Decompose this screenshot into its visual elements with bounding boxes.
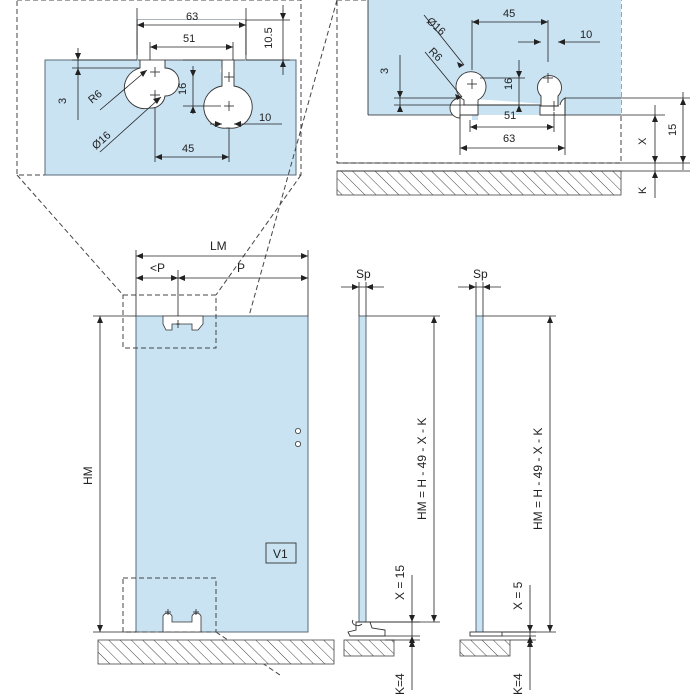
front-detail-box-top bbox=[122, 294, 217, 349]
side2-k: K=4 bbox=[511, 673, 525, 695]
front-floor bbox=[97, 639, 335, 665]
side1-x: X = 15 bbox=[393, 565, 407, 600]
side2-sp: Sp bbox=[473, 267, 488, 281]
detail-right: Ø16 45 10 R6 3 16 bbox=[336, 0, 690, 198]
left-dim-10-5: 10.5 bbox=[263, 27, 275, 48]
slot-right-b bbox=[537, 75, 562, 107]
right-dim-15: 15 bbox=[667, 124, 679, 136]
left-dim-45: 45 bbox=[182, 143, 194, 155]
side2-x: X = 5 bbox=[511, 581, 525, 610]
side1-hm-formula: HM = H - 49 - X - K bbox=[415, 418, 429, 520]
front-dim-lm: LM bbox=[210, 239, 227, 253]
slot-right bbox=[203, 60, 253, 129]
left-dim-16: 16 bbox=[177, 83, 189, 95]
detail-right-floor bbox=[336, 170, 622, 196]
front-dim-lt-p: <P bbox=[150, 261, 165, 275]
connector-right-2 bbox=[215, 631, 281, 676]
right-dim-3: 3 bbox=[379, 68, 391, 74]
panel-tag-box bbox=[265, 542, 297, 564]
front-detail-box-bottom bbox=[122, 577, 217, 633]
detail-left: 63 51 10.5 3 R6 Ø16 16 bbox=[16, 0, 302, 176]
right-dim-10: 10 bbox=[580, 29, 592, 41]
side1-k: K=4 bbox=[393, 673, 407, 695]
slot-left bbox=[123, 60, 180, 110]
connector-left-top bbox=[16, 174, 124, 296]
right-dim-x: X bbox=[637, 137, 649, 145]
connector-left-bottom bbox=[215, 174, 302, 296]
right-dim-k: K bbox=[637, 186, 649, 194]
side2-hardware bbox=[469, 631, 503, 637]
front-view: V1 LM <P P HM bbox=[81, 239, 335, 665]
left-dim-51: 51 bbox=[183, 33, 195, 45]
handle-hole-bottom bbox=[294, 440, 301, 447]
side2-floor bbox=[459, 639, 511, 657]
right-dim-51: 51 bbox=[504, 110, 516, 122]
front-dim-hm: HM bbox=[81, 466, 95, 485]
front-dim-p: P bbox=[237, 261, 245, 275]
side2-hm-formula: HM = H - 49 - X - K bbox=[531, 428, 545, 530]
side2-glass bbox=[475, 315, 484, 633]
right-dim-45: 45 bbox=[503, 8, 515, 20]
left-dim-63: 63 bbox=[186, 11, 198, 23]
side-view-2: Sp HM = H - 49 - X - K X = 5 K=4 bbox=[458, 267, 556, 695]
front-glass-panel bbox=[135, 315, 309, 633]
right-dim-63: 63 bbox=[503, 133, 515, 145]
side1-glass bbox=[358, 315, 367, 623]
left-dim-3: 3 bbox=[57, 98, 69, 104]
side-view-1: Sp HM = H - 49 - X - K X = 15 K=4 bbox=[341, 267, 440, 695]
side1-floor bbox=[343, 639, 395, 657]
side1-sp: Sp bbox=[356, 267, 371, 281]
left-dim-10: 10 bbox=[259, 112, 271, 124]
right-dim-16: 16 bbox=[503, 78, 515, 90]
handle-hole-top bbox=[294, 427, 301, 434]
panel-tag: V1 bbox=[273, 547, 288, 561]
